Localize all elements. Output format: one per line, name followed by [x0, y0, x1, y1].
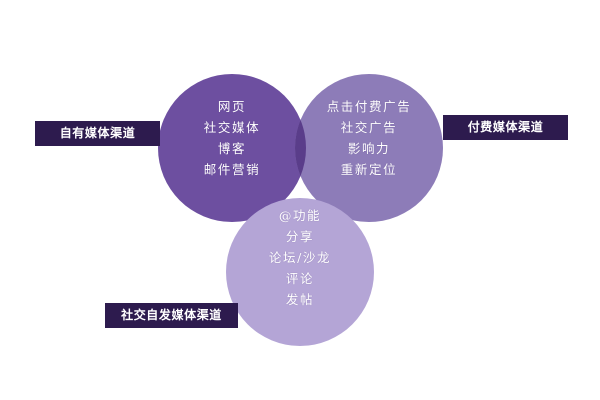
circle-earned-media — [226, 198, 374, 346]
label-earned-media: 社交自发媒体渠道 — [105, 303, 238, 328]
circle-owned-media — [158, 74, 306, 222]
label-paid-media: 付费媒体渠道 — [443, 115, 568, 140]
circle-paid-media — [295, 74, 443, 222]
label-owned-media: 自有媒体渠道 — [35, 121, 160, 146]
